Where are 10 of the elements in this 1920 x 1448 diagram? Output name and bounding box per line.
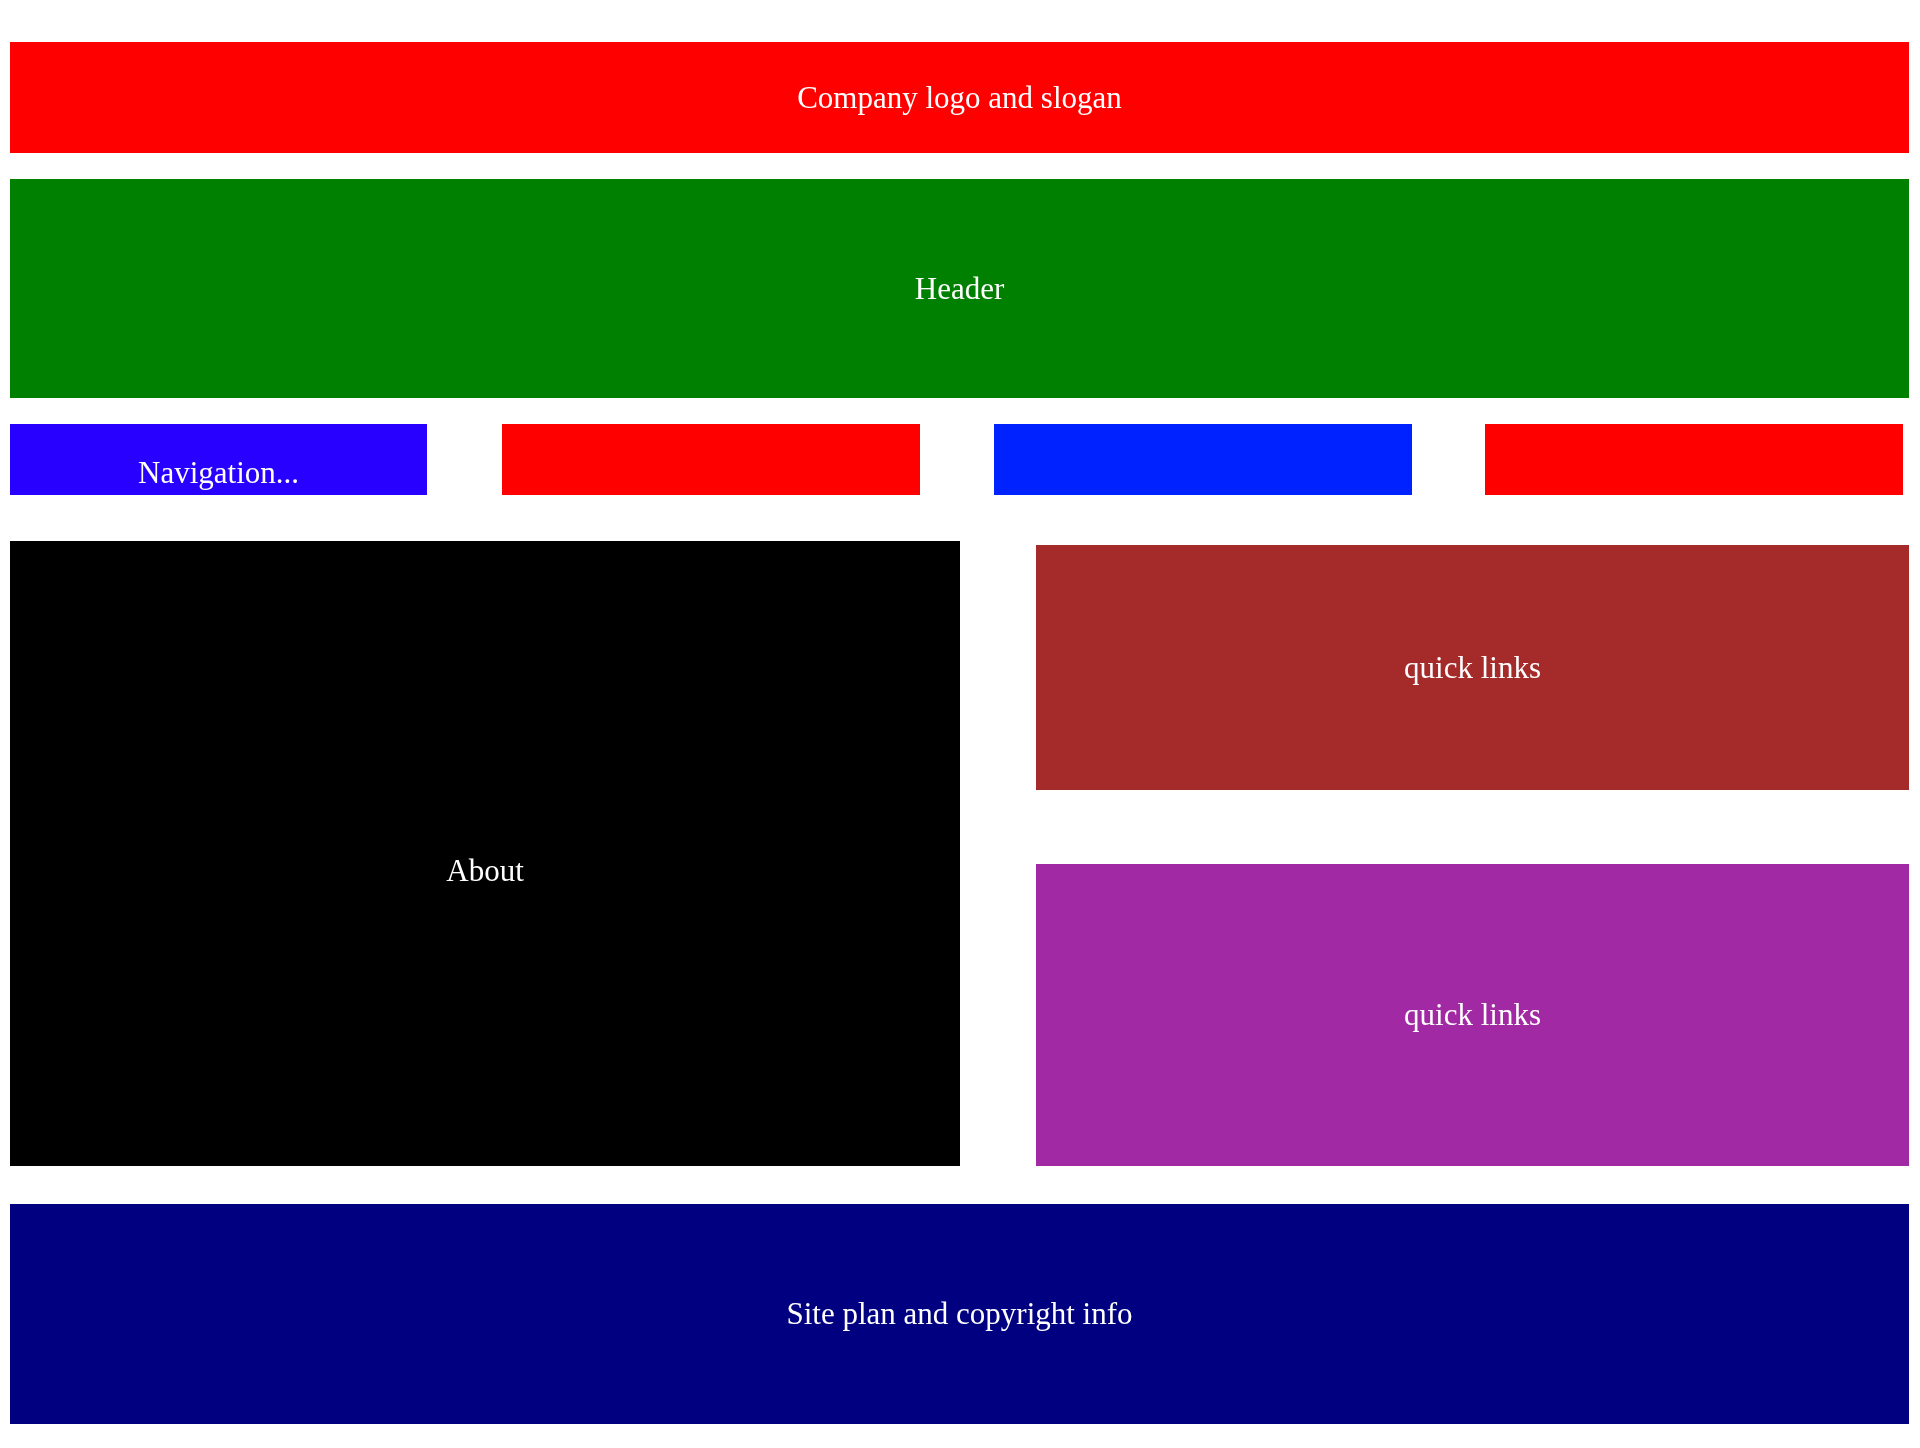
nav-block: Navigation... <box>10 424 427 495</box>
nav-block <box>502 424 920 495</box>
footer-block: Site plan and copyright info <box>10 1204 1909 1424</box>
nav-block <box>1485 424 1903 495</box>
banner-block: Company logo and slogan <box>10 42 1909 153</box>
header-block: Header <box>10 179 1909 398</box>
sidebar-block: quick links <box>1036 545 1909 790</box>
nav-block <box>994 424 1412 495</box>
content-block: About <box>10 541 960 1166</box>
sidebar-block: quick links <box>1036 864 1909 1166</box>
